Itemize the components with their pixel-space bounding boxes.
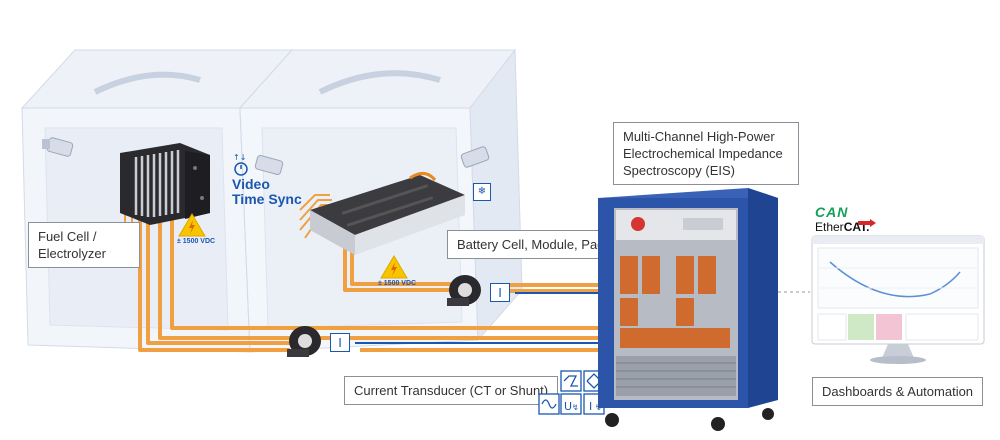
dashboard-monitor: [811, 235, 985, 364]
eis-callout: Multi-Channel High-Power Electrochemical…: [613, 122, 799, 185]
voltage-label-1: ± 1500 VDC: [177, 238, 216, 245]
voltage-label-2: ± 1500 VDC: [378, 280, 417, 287]
camera-left-icon: [42, 137, 74, 157]
svg-text:U: U: [564, 400, 572, 413]
battery-callout: Battery Cell, Module, Pack: [447, 230, 621, 259]
svg-text:I: I: [589, 400, 592, 413]
voltage-source-icon: [560, 393, 582, 415]
current-transducer-upper: [447, 275, 481, 306]
ethercat-logo: EtherCAT.: [815, 220, 870, 234]
climate-sensor-icon: ❄: [473, 183, 491, 201]
high-voltage-warning-icon-1: [178, 213, 206, 237]
ethercat-arrow-icon: [858, 219, 876, 227]
video-time-sync-label: Video Time Sync: [232, 176, 302, 207]
can-logo: CAN: [815, 204, 849, 220]
battery-pack: [310, 172, 465, 255]
transducer-tag-lower: I: [330, 333, 350, 352]
camera-right-icon: [460, 146, 490, 168]
svg-text:↑↓: ↑↓: [233, 153, 246, 162]
transducer-tag-upper: I: [490, 283, 510, 302]
eis-cabinet: [598, 188, 778, 431]
transducer-callout: Current Transducer (CT or Shunt): [344, 376, 559, 405]
svg-text:↯: ↯: [572, 403, 579, 412]
battery-enclosure: [238, 48, 523, 353]
dashboards-callout: Dashboards & Automation: [812, 377, 984, 406]
emergency-stop-button: [631, 217, 645, 231]
stopwatch-icon: ↑↓: [233, 153, 248, 176]
fuel-cell-stack: [120, 143, 210, 225]
orange-cable-bundle: [138, 215, 600, 352]
fuel-cell-callout: Fuel Cell / Electrolyzer: [28, 222, 140, 268]
camera-center-icon: [254, 155, 284, 175]
high-voltage-warning-icon-2: [380, 255, 408, 279]
blue-signal-cables: [355, 292, 600, 344]
current-transducer-lower: [287, 326, 321, 357]
